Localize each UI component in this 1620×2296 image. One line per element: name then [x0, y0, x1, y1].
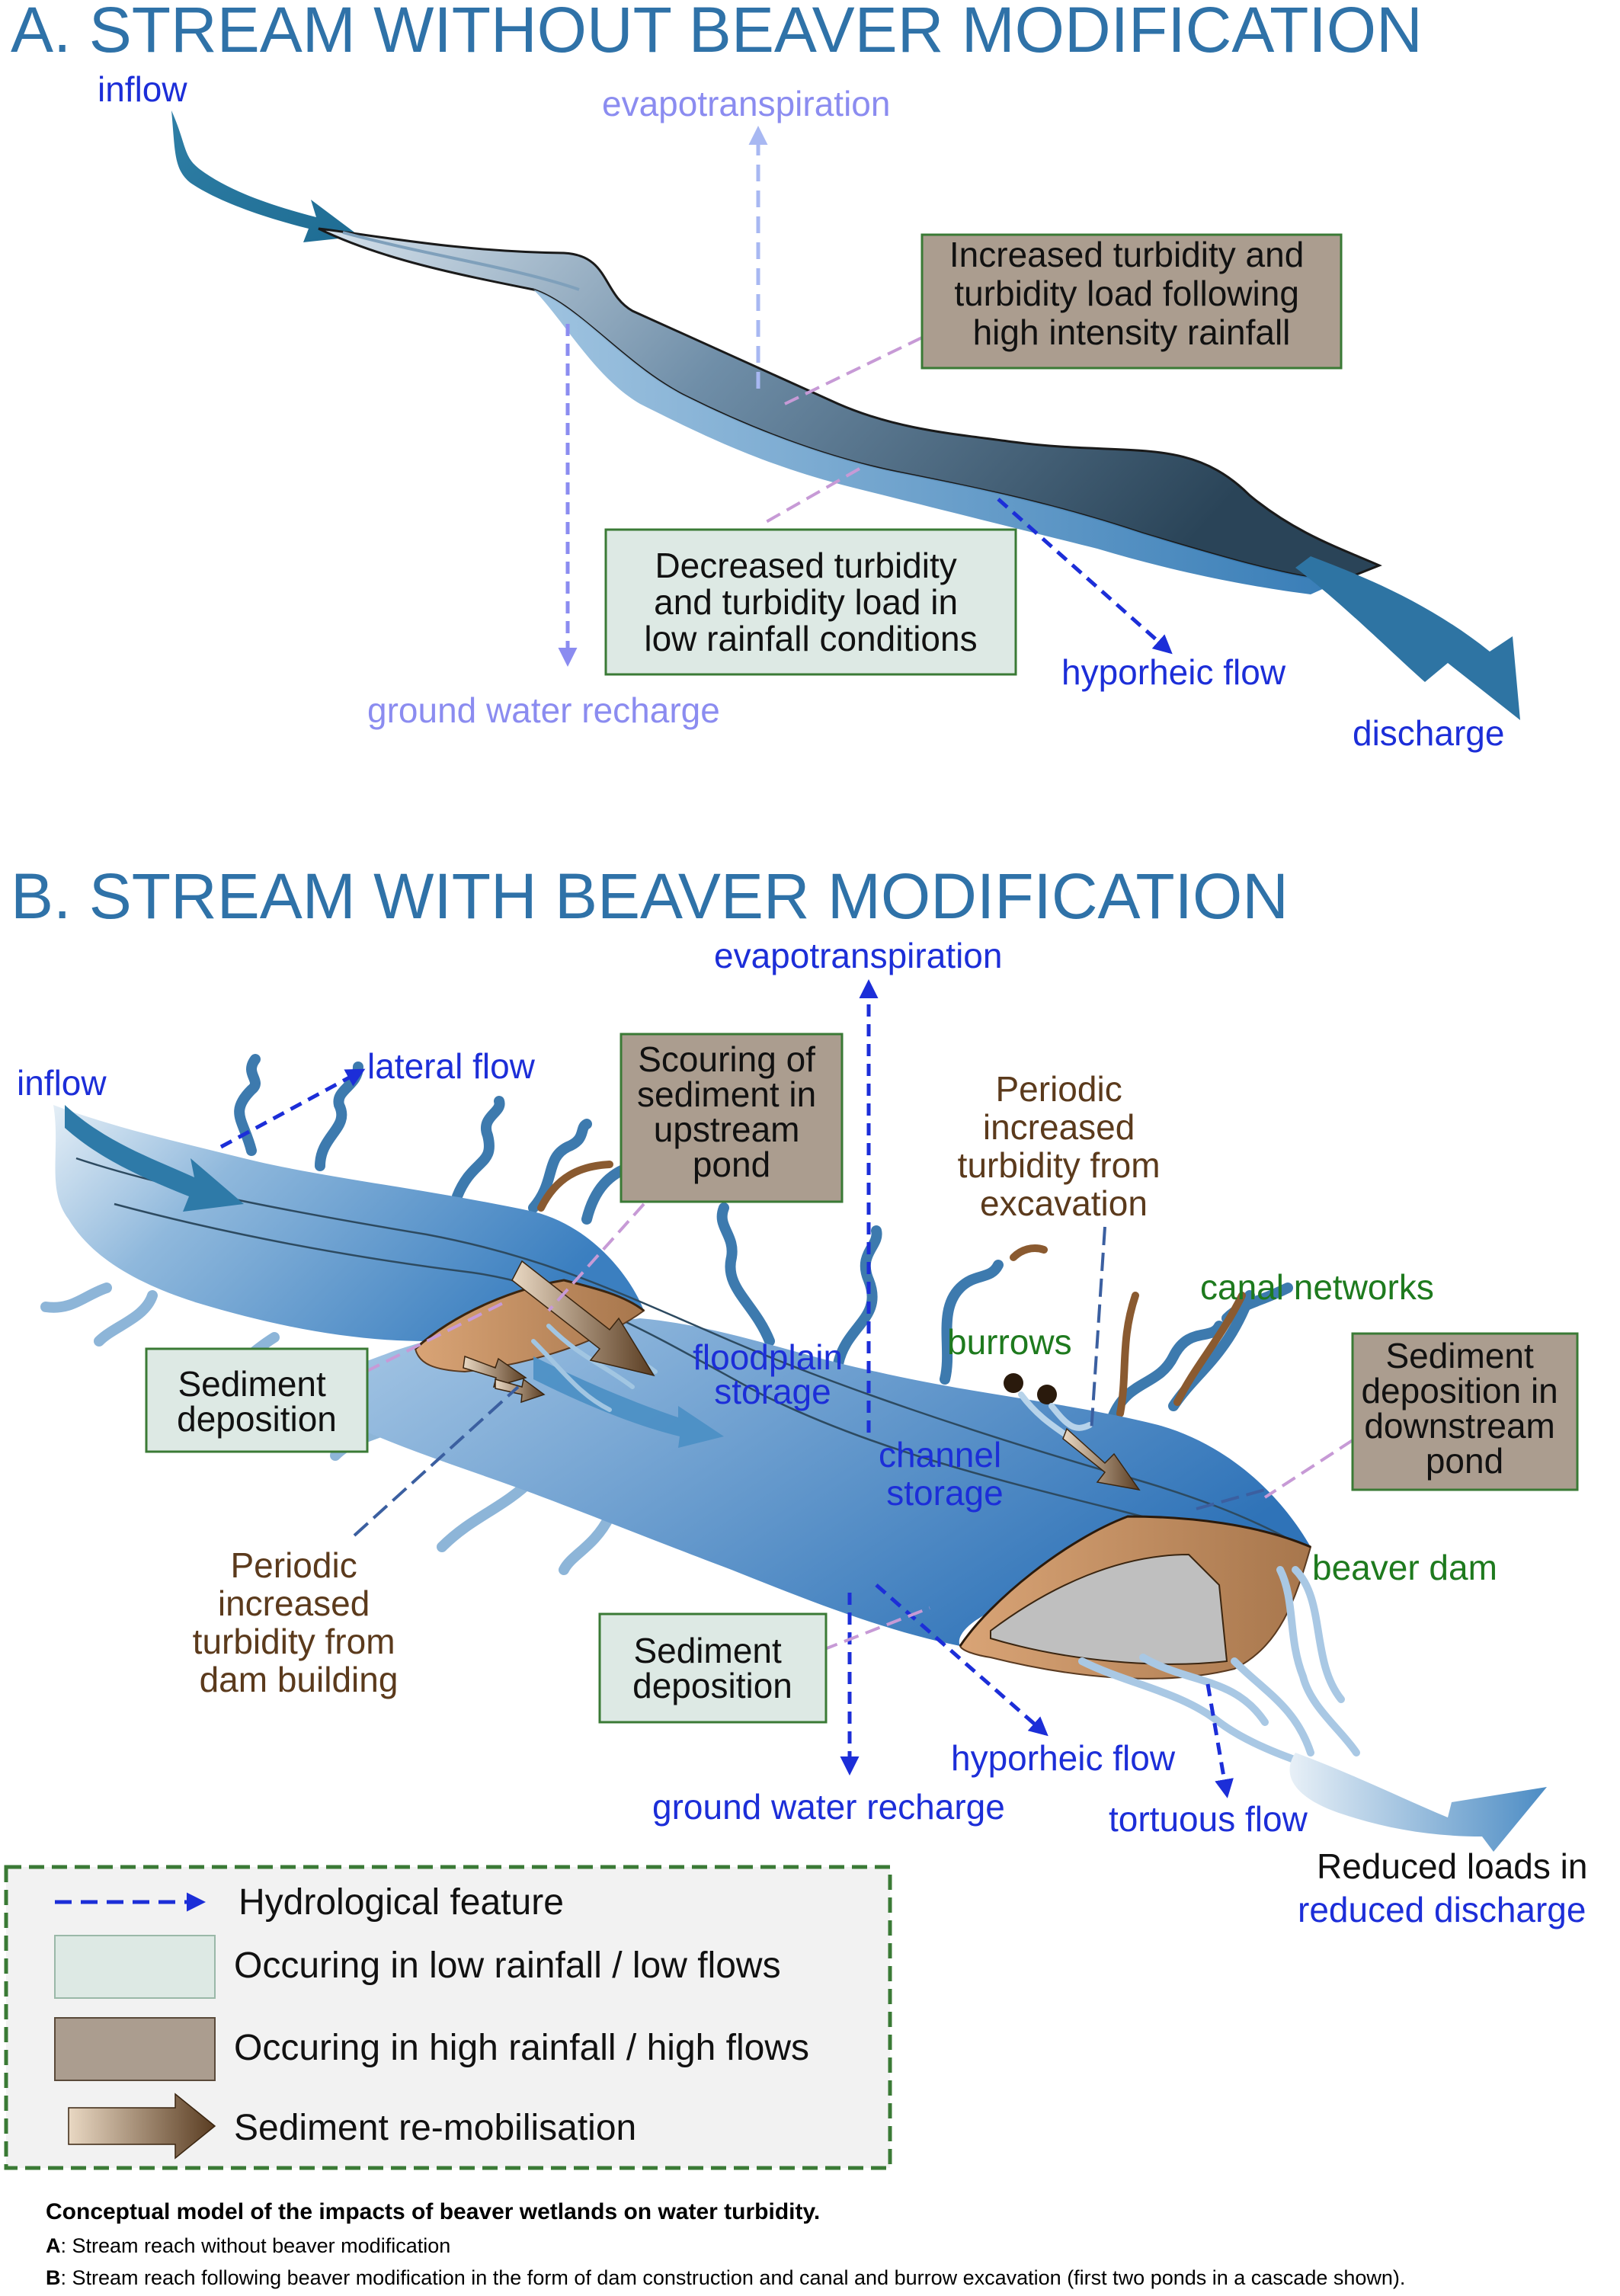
panel-b-burrow-2 — [1037, 1385, 1057, 1404]
panel-b-excavations — [537, 1161, 1246, 1417]
panel-b-evapotranspiration-label: evapotranspiration — [714, 936, 1002, 975]
panel-b-tortuous-flow-arrow — [1205, 1683, 1234, 1798]
panel-a-hyporheic-flow-label: hyporheic flow — [1061, 652, 1286, 692]
panel-b-sediment-deposition-left-text: Sediment deposition — [177, 1364, 337, 1439]
caption-a: A: Stream reach without beaver modificat… — [46, 2234, 450, 2257]
panel-b-lateral-flow-arrow — [219, 1068, 366, 1149]
legend-hydrological-feature: Hydrological feature — [239, 1882, 564, 1923]
panel-a-inflow-label: inflow — [98, 69, 187, 109]
caption: Conceptual model of the impacts of beave… — [46, 2199, 1405, 2289]
panel-b-burrows-label: burrows — [947, 1322, 1072, 1362]
panel-b: B. STREAM WITH BEAVER MODIFICATION — [11, 860, 1587, 1929]
panel-b-canal-networks-label: canal networks — [1200, 1267, 1434, 1307]
panel-a-high-turbidity-box — [920, 233, 1343, 370]
panel-b-sediment-arrow-burrows — [1062, 1427, 1141, 1491]
panel-b-periodic-excavation-label: Periodic increased turbidity from excava… — [958, 1069, 1170, 1223]
panel-b-turbidity-leaders — [353, 1226, 1266, 1537]
panel-b-hyporheic-flow-arrow — [875, 1584, 1049, 1737]
panel-b-inflow-label: inflow — [17, 1063, 107, 1103]
panel-a: A. STREAM WITHOUT BEAVER MODIFICATION ev… — [11, 0, 1520, 753]
panel-b-beaver-dam-crest — [959, 1515, 1311, 1647]
caption-b: B: Stream reach following beaver modific… — [46, 2266, 1405, 2289]
legend-sediment-remobilisation: Sediment re-mobilisation — [234, 2108, 636, 2148]
panel-b-sediment-deposition-left-box — [145, 1347, 369, 1453]
legend-low-flows: Occuring in low rainfall / low flows — [234, 1945, 781, 1986]
panel-b-periodic-dam-building-label: Periodic increased turbidity from dam bu… — [193, 1545, 405, 1699]
panel-a-high-turbidity-text: Increased turbidity and turbidity load f… — [949, 235, 1314, 352]
panel-b-ground-water-recharge-label: ground water recharge — [652, 1787, 1005, 1827]
panel-b-sediment-deposition-downstream-text: Sediment deposition in downstream pond — [1361, 1336, 1567, 1481]
panel-b-tortuous-flow-label: tortuous flow — [1109, 1799, 1308, 1839]
panel-b-channel-storage-label: channel storage — [879, 1435, 1011, 1513]
panel-b-sediment-arrow-dam — [463, 1355, 527, 1388]
panel-a-discharge-label: discharge — [1353, 713, 1504, 753]
legend: Hydrological feature Occuring in low rai… — [4, 1865, 892, 2170]
panel-b-title: B. STREAM WITH BEAVER MODIFICATION — [11, 860, 1289, 932]
legend-sediment-arrow — [68, 2093, 216, 2160]
panel-b-lateral-flow-label: lateral flow — [367, 1046, 536, 1086]
legend-high-flow-swatch — [54, 2017, 216, 2081]
panel-a-high-box-leader — [784, 335, 924, 405]
panel-b-canals — [234, 1054, 1293, 1423]
panel-a-discharge-arrow — [1295, 556, 1520, 720]
panel-a-ground-water-recharge-label: ground water recharge — [367, 690, 720, 730]
panel-b-hyporheic-flow-label: hyporheic flow — [951, 1738, 1176, 1778]
panel-b-upstream-pond — [53, 1105, 644, 1341]
panel-a-inflow-arrow — [171, 110, 360, 242]
panel-b-tortuous-channels — [1078, 1566, 1360, 1772]
panel-b-burrow-1 — [1004, 1373, 1023, 1393]
panel-b-upstream-dam-crest — [414, 1279, 645, 1350]
legend-high-flows: Occuring in high rainfall / high flows — [234, 2028, 809, 2068]
panel-b-mauve-leaders — [365, 1202, 1354, 1651]
panel-b-scouring-box — [620, 1033, 844, 1203]
panel-b-reduced-discharge-label: reduced discharge — [1298, 1890, 1586, 1929]
panel-b-sediment-deposition-bottom-text: Sediment deposition — [632, 1631, 792, 1705]
panel-b-floodplain-storage-label: floodplain storage — [693, 1337, 853, 1411]
panel-b-reduced-loads-label: Reduced loads in — [1317, 1846, 1587, 1886]
panel-b-sediment-arrow-small — [495, 1378, 546, 1404]
caption-title: Conceptual model of the impacts of beave… — [46, 2199, 820, 2224]
panel-a-low-turbidity-text: Decreased turbidity and turbidity load i… — [644, 546, 977, 658]
panel-b-beaver-dam-face — [990, 1553, 1228, 1665]
panel-b-sediment-deposition-bottom-box — [598, 1612, 828, 1724]
panel-b-scouring-text: Scouring of sediment in upstream pond — [637, 1039, 826, 1184]
panel-b-inflow-arrow — [65, 1105, 244, 1212]
panel-a-low-box-leader — [761, 467, 860, 526]
panel-b-sediment-arrow-upstream — [511, 1260, 655, 1377]
panel-a-stream-centerline — [342, 231, 580, 291]
legend-low-flow-swatch — [54, 1935, 216, 1999]
panel-a-title: A. STREAM WITHOUT BEAVER MODIFICATION — [11, 0, 1423, 66]
panel-b-beaver-dam-label: beaver dam — [1312, 1548, 1497, 1587]
panel-b-discharge-arrow — [1289, 1753, 1547, 1852]
panel-a-evapotranspiration-label: evapotranspiration — [602, 84, 890, 123]
panel-b-sediment-deposition-downstream-box — [1351, 1332, 1579, 1491]
panel-a-low-turbidity-box — [604, 528, 1017, 676]
panel-b-floodplain-outflow — [533, 1356, 724, 1448]
